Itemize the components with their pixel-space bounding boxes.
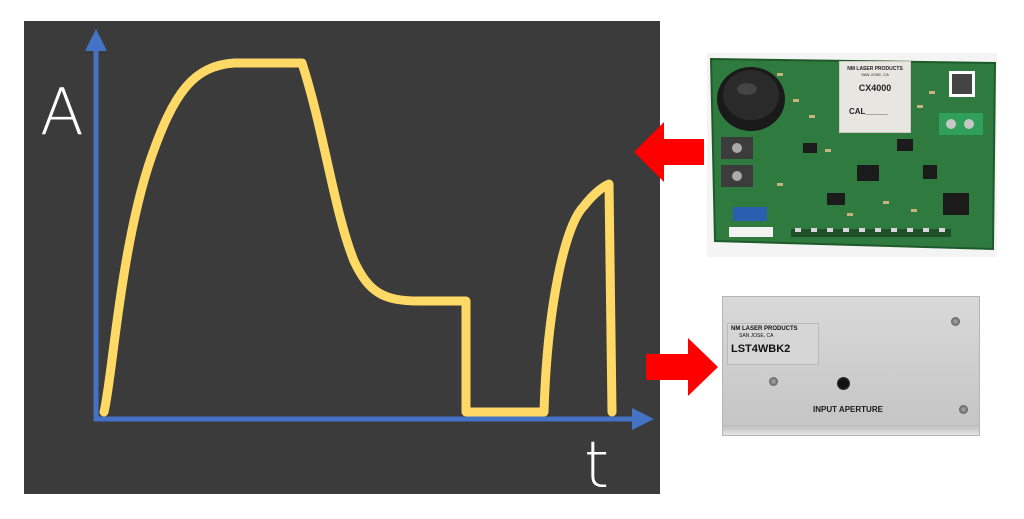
driver-board-photo: NM LASER PRODUCTS SAN JOSE, CA CX4000 CA… — [707, 53, 997, 257]
y-axis-arrowhead — [85, 29, 107, 51]
waveform-graph: A t — [24, 21, 660, 498]
screw-icon — [769, 377, 778, 386]
y-axis-label: A — [40, 76, 84, 150]
board-label-cal: CAL_____ — [849, 107, 888, 116]
screw-icon — [959, 405, 968, 414]
right-arrow-icon — [646, 338, 718, 396]
left-arrow-icon — [634, 122, 704, 182]
shutter-label-maker: NM LASER PRODUCTS — [731, 326, 798, 332]
board-label-model: CX4000 — [858, 83, 892, 93]
screw-icon — [951, 317, 960, 326]
board-label-city: SAN JOSE, CA — [861, 72, 889, 77]
waveform-curve — [99, 58, 617, 417]
shutter-edge — [723, 425, 979, 435]
shutter-photo: NM LASER PRODUCTS SAN JOSE, CA LST4WBK2 … — [722, 296, 980, 436]
board-label: NM LASER PRODUCTS SAN JOSE, CA CX4000 CA… — [839, 61, 911, 133]
waveform-svg — [85, 29, 654, 430]
shutter-label: NM LASER PRODUCTS SAN JOSE, CA LST4WBK2 — [727, 323, 819, 365]
x-axis-label: t — [584, 429, 610, 503]
shutter-label-model: LST4WBK2 — [731, 343, 791, 355]
x-axis-arrowhead — [632, 408, 654, 430]
aperture-label: INPUT APERTURE — [813, 405, 883, 414]
board-label-maker: NM LASER PRODUCTS — [847, 66, 903, 72]
shutter-label-city: SAN JOSE, CA — [739, 333, 774, 339]
aperture-hole-icon — [837, 377, 850, 390]
circuit-board-icon — [709, 57, 997, 251]
